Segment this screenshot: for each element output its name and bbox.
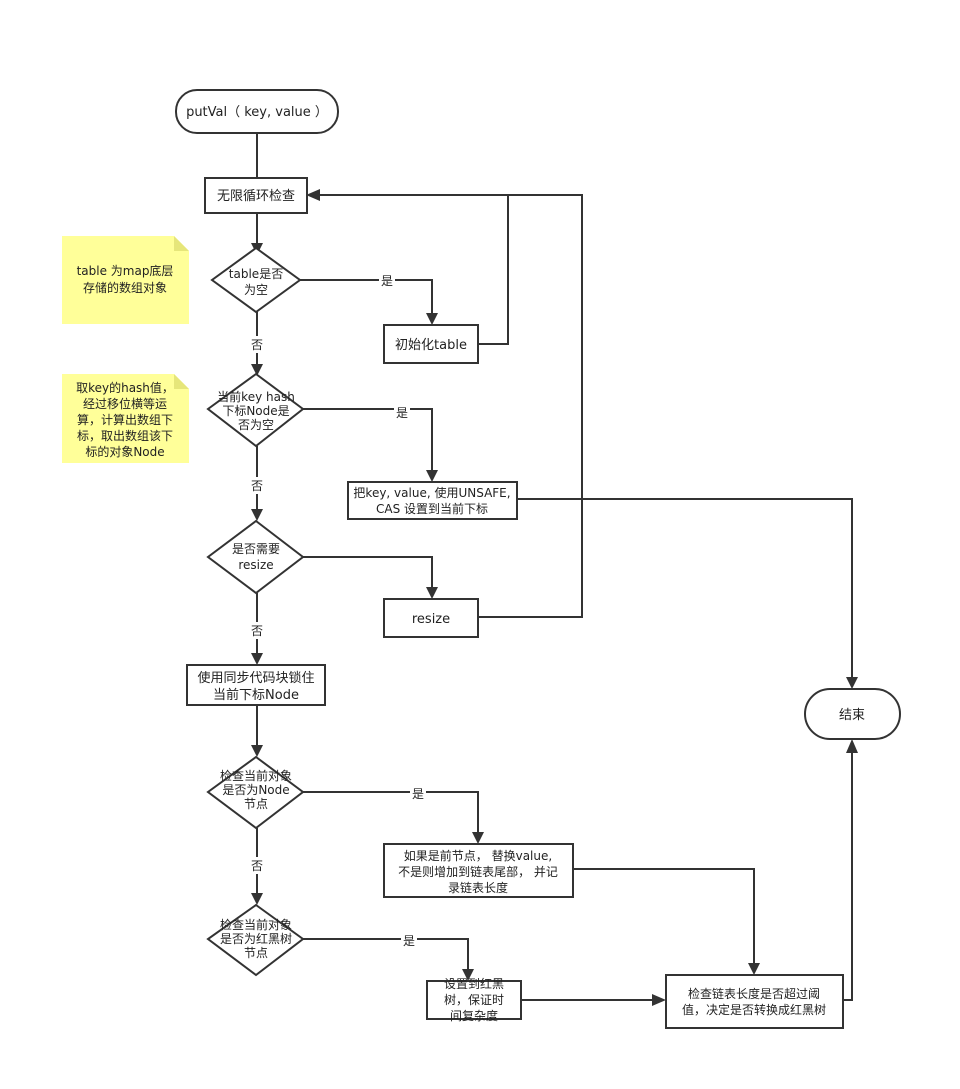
- end-label: 结束: [839, 708, 865, 723]
- arrow-head: [251, 893, 263, 905]
- cas-line: 把key, value, 使用UNSAFE,: [353, 485, 510, 500]
- arrow-head: [462, 969, 474, 981]
- note-line: 取key的hash值，: [76, 380, 174, 395]
- edge-treeify-end: [843, 753, 853, 1001]
- note-table-array: table 为map底层 存储的数组对象: [62, 236, 189, 324]
- arrow-head: [846, 739, 858, 753]
- tree-op-node: 设置到红黑 树，保证时 间复杂度: [426, 976, 522, 1023]
- resize-label: resize: [412, 612, 450, 627]
- loop-label: 无限循环检查: [217, 189, 295, 204]
- edge-label-yes: 是: [412, 787, 424, 801]
- edge-label-yes: 是: [381, 274, 393, 288]
- arrow-head: [306, 189, 320, 201]
- edge-label-yes: 是: [403, 934, 415, 948]
- arrow-head: [846, 677, 858, 689]
- note-hash-index: 取key的hash值， 经过移位横等运 算，计算出数组下 标，取出数组该下 标的…: [62, 374, 189, 463]
- decision-line: 检查当前对象: [220, 768, 292, 783]
- edge-nodecheck-cas: [303, 408, 433, 470]
- edge-label-yes: 是: [396, 406, 408, 420]
- arrow-head: [652, 994, 666, 1006]
- edge-cas-end: [517, 498, 853, 677]
- tree-line: 树，保证时: [444, 992, 504, 1007]
- is-node-check-decision: 检查当前对象 是否为Node 节点: [206, 755, 305, 830]
- end-node: 结束: [804, 688, 901, 740]
- treeify-line: 值，决定是否转换成红黑树: [682, 1002, 826, 1017]
- resize-node: resize: [383, 598, 479, 638]
- list-op-node: 如果是前节点， 替换value, 不是则增加到链表尾部， 并记 录链表长度: [383, 843, 574, 898]
- arrow-head: [251, 364, 263, 376]
- decision-line: 是否为Node: [222, 783, 289, 797]
- list-line: 录链表长度: [448, 880, 508, 895]
- init-table-label: 初始化table: [395, 338, 467, 353]
- note-line: 算，计算出数组下: [77, 412, 173, 427]
- decision-line: 检查当前对象: [220, 917, 292, 932]
- arrow-head: [426, 587, 438, 599]
- arrow-head: [472, 832, 484, 844]
- note-line: 标，取出数组该下: [77, 428, 173, 443]
- arrow-head: [251, 653, 263, 665]
- decision-line: 下标Node是: [222, 404, 289, 418]
- cas-put-node: 把key, value, 使用UNSAFE, CAS 设置到当前下标: [347, 481, 518, 520]
- table-check-decision: table是否 为空: [210, 246, 302, 314]
- arrow-head: [748, 963, 760, 975]
- treeify-line: 检查链表长度是否超过阈: [688, 986, 820, 1001]
- list-line: 不是则增加到链表尾部， 并记: [398, 864, 558, 879]
- edge-resizecheck-resize: [303, 556, 433, 587]
- decision-line: 是否需要: [232, 542, 280, 556]
- edge-label-no: 否: [251, 624, 263, 638]
- arrow-head: [426, 313, 438, 325]
- edge-isnode-list: [303, 791, 479, 832]
- start-node: putVal（ key, value ）: [175, 89, 339, 134]
- note-line: 标的对象Node: [85, 444, 164, 459]
- edge-list-treeify: [573, 868, 755, 963]
- sync-line: 使用同步代码块锁住: [197, 670, 314, 686]
- decision-line: 是否为红黑树: [220, 931, 292, 946]
- decision-line: table是否: [229, 267, 283, 281]
- edge-label-no: 否: [251, 479, 263, 493]
- arrow-head: [426, 470, 438, 482]
- treeify-check-node: 检查链表长度是否超过阈 值，决定是否转换成红黑树: [665, 974, 844, 1029]
- tree-line: 间复杂度: [450, 1008, 498, 1023]
- edge-istree-treeop: [303, 938, 469, 969]
- node-check-decision: 当前key hash 下标Node是 否为空: [206, 372, 305, 448]
- tree-line: 设置到红黑: [444, 976, 504, 991]
- note-line: table 为map底层: [77, 263, 174, 278]
- arrow-head: [251, 745, 263, 757]
- edge-resize-loop: [478, 194, 583, 618]
- note-line: 存储的数组对象: [83, 280, 167, 295]
- decision-line: resize: [238, 558, 273, 572]
- cas-line: CAS 设置到当前下标: [376, 501, 488, 516]
- start-label: putVal（ key, value ）: [186, 105, 328, 120]
- resize-check-decision: 是否需要 resize: [206, 519, 305, 595]
- decision-line: 为空: [244, 283, 268, 297]
- edge-tablecheck-init: [300, 279, 433, 313]
- decision-line: 否为空: [238, 418, 274, 432]
- list-line: 如果是前节点， 替换value,: [404, 848, 552, 863]
- sync-line: 当前下标Node: [213, 687, 299, 703]
- loop-node: 无限循环检查: [204, 177, 308, 214]
- decision-line: 当前key hash: [217, 389, 295, 404]
- edge-init-loop: [320, 194, 509, 345]
- is-tree-check-decision: 检查当前对象 是否为红黑树 节点: [206, 903, 305, 977]
- edge-label-no: 否: [251, 859, 263, 873]
- arrow-head: [251, 509, 263, 521]
- note-line: 经过移位横等运: [83, 396, 167, 411]
- init-table-node: 初始化table: [383, 324, 479, 364]
- decision-line: 节点: [244, 797, 268, 811]
- decision-line: 节点: [244, 946, 268, 960]
- sync-lock-node: 使用同步代码块锁住 当前下标Node: [186, 664, 326, 706]
- edge-label-no: 否: [251, 338, 263, 352]
